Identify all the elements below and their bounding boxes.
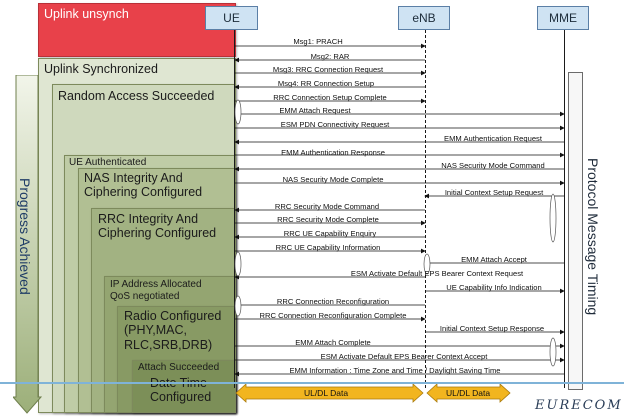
timing-bar	[568, 72, 583, 390]
msg-label: Msg1: PRACH	[293, 37, 343, 46]
msg-label: RRC Connection Reconfiguration	[276, 297, 390, 306]
mme-lifeline	[564, 30, 565, 388]
label-attach-succeeded-line3: Configured	[150, 390, 212, 405]
msg-label: Msg3: RRC Connection Request	[272, 65, 384, 74]
msg-label: UE Capability Info Indication	[446, 283, 542, 292]
eurecom-logo: EURECOM	[535, 398, 623, 413]
msg-label: Initial Context Setup Response	[439, 324, 545, 333]
msg-label: RRC Connection Setup Complete	[273, 93, 387, 102]
label-nas-integrity: NAS Integrity And Ciphering Configured	[84, 171, 202, 200]
msg-label: Msg4: RR Connection Setup	[277, 79, 375, 88]
ul-dl-data-arrow	[235, 383, 424, 403]
label-random-access-succeeded: Random Access Succeeded	[58, 89, 215, 103]
label-ip-address-line2: QoS negotiated	[110, 290, 180, 302]
msg-label: EMM Authentication Request	[444, 134, 542, 143]
label-uplink-unsynch: Uplink unsynch	[44, 7, 129, 21]
label-nas-integrity-line2: Ciphering Configured	[84, 185, 203, 200]
label-radio-configured: Radio Configured (PHY,MAC, RLC,SRB,DRB)	[124, 309, 221, 352]
entity-enb: eNB	[398, 6, 450, 30]
entity-ue: UE	[205, 6, 258, 30]
processing-oval	[234, 99, 242, 125]
msg-label: Msg2: RAR	[310, 52, 350, 61]
msg-label: NAS Security Mode Complete	[282, 175, 384, 184]
msg-label: RRC Security Mode Command	[274, 202, 380, 211]
progress-arrow	[13, 75, 43, 414]
msg-label: EMM Attach Request	[279, 106, 351, 115]
msg-label: Initial Context Setup Request	[444, 188, 544, 197]
label-rrc-integrity-line1: RRC Integrity And	[98, 212, 199, 226]
label-uplink-synchronized: Uplink Synchronized	[44, 62, 158, 76]
msg-label: RRC Security Mode Complete	[277, 215, 379, 224]
label-radio-configured-line1: Radio Configured	[124, 309, 222, 323]
label-ip-address-line1: IP Address Allocated	[110, 279, 202, 290]
enb-lifeline	[425, 30, 426, 388]
label-ue-authenticated: UE Authenticated	[69, 157, 147, 168]
msg-label: ESM Activate Default EPS Bearer Context …	[350, 269, 524, 278]
msg-label: ESM Activate Default EPS Bearer Context …	[320, 352, 488, 361]
msg-label: RRC Connection Reconfiguration Complete	[259, 311, 407, 320]
label-rrc-integrity: RRC Integrity And Ciphering Configured	[98, 212, 216, 241]
msg-label: EMM Authentication Response	[281, 148, 385, 157]
msg-label: EMM Attach Accept	[461, 255, 527, 264]
processing-oval	[234, 251, 242, 277]
entity-mme: MME	[537, 6, 589, 30]
msg-label: EMM Information : Time Zone and Time / D…	[289, 366, 501, 375]
msg-label: RRC UE Capability Enquiry	[283, 229, 377, 238]
state-uplink-unsynch	[38, 3, 236, 57]
msg-label: EMM Attach Complete	[295, 338, 371, 347]
msg-label: RRC UE Capability Information	[275, 243, 381, 252]
label-attach-succeeded: Attach Succeeded	[138, 362, 219, 374]
label-rrc-integrity-line2: Ciphering Configured	[98, 226, 217, 241]
state-attach-succeeded	[132, 360, 236, 413]
label-nas-integrity-line1: NAS Integrity And	[84, 171, 183, 185]
label-ip-address: IP Address Allocated QoS negotiated	[110, 279, 202, 302]
processing-oval	[549, 337, 557, 367]
ul-dl-data-arrow	[426, 383, 511, 403]
footer-rule	[0, 382, 624, 384]
label-radio-configured-line2: (PHY,MAC,	[124, 323, 187, 338]
label-attach-succeeded-line1: Attach Succeeded	[138, 362, 220, 373]
msg-label: NAS Security Mode Command	[441, 161, 545, 170]
processing-oval	[423, 253, 431, 275]
processing-oval	[549, 193, 557, 243]
msg-label: ESM PDN Connectivity Request	[280, 120, 390, 129]
processing-oval	[234, 295, 242, 317]
ul-dl-data-label-2: UL/DL Data	[445, 388, 491, 398]
label-radio-configured-line3: RLC,SRB,DRB)	[124, 337, 213, 352]
ul-dl-data-label-1: UL/DL Data	[303, 388, 349, 398]
